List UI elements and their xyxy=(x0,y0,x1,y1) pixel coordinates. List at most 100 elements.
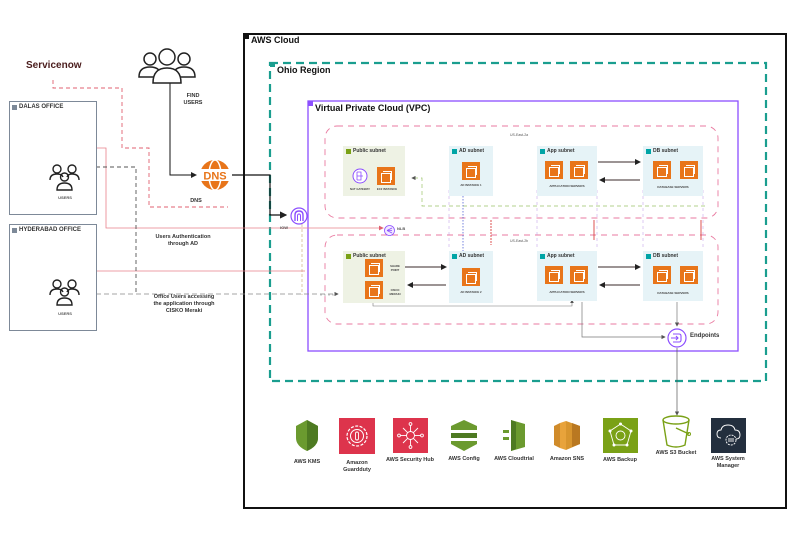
aws-cloud-title: AWS Cloud xyxy=(251,35,300,45)
ad-instance-icon[interactable] xyxy=(462,162,480,180)
s3-bucket-icon xyxy=(659,414,693,448)
sharepoint-label: SHARE POINT xyxy=(390,264,400,272)
office-group-icon xyxy=(12,104,17,110)
hyderabad-office: HYDERABAD OFFICE USERS xyxy=(9,224,97,331)
dalas-office: DALAS OFFICE USERS xyxy=(9,101,97,215)
subnet-icon xyxy=(540,253,545,259)
service-kms[interactable]: AWS KMS xyxy=(283,418,331,466)
service-name: AWS Security Hub xyxy=(386,457,434,463)
igw-label: IGW xyxy=(280,225,288,230)
service-name: Amazon Guardduty xyxy=(343,460,371,473)
service-s3-bucket[interactable]: AWS S3 Bucket xyxy=(652,414,700,457)
ad-instance-label: AD INSTANCE 2 xyxy=(460,290,482,294)
vpc-title: Virtual Private Cloud (VPC) xyxy=(315,103,431,113)
subnet-icon xyxy=(452,148,457,154)
app-server-icon[interactable] xyxy=(570,161,588,179)
public-subnet-2: Public subnet SHARE POINT CISCO MERAKI xyxy=(343,251,405,303)
servicenow-logo: Servicenow xyxy=(26,60,82,71)
annotation-auth: Users Authentication through AD xyxy=(155,234,211,247)
service-name: AWS System Manager xyxy=(711,456,745,469)
sns-icon xyxy=(550,418,584,452)
db-servers-label: DATABASE SERVERS xyxy=(657,185,689,189)
region-title: Ohio Region xyxy=(277,65,331,75)
office-group-icon xyxy=(12,227,17,233)
service-sns[interactable]: Amazon SNS xyxy=(543,418,591,463)
subnet-icon xyxy=(452,253,457,259)
office-name: DALAS OFFICE xyxy=(19,104,64,110)
annotation-meraki: Office Users accessing the application t… xyxy=(153,294,215,314)
db-server-icon[interactable] xyxy=(680,266,698,284)
guardduty-icon xyxy=(339,418,375,454)
az-label-1: US-East-2a xyxy=(510,133,529,137)
db-servers-label: DATABASE SERVERS xyxy=(657,291,689,295)
app-subnet-1: App subnet APPLICATION SERVERS xyxy=(537,146,597,196)
app-server-icon[interactable] xyxy=(545,161,563,179)
dns-label: DNS xyxy=(190,198,202,204)
app-servers-label: APPLICATION SERVERS xyxy=(549,290,585,294)
az-boundary-2 xyxy=(324,234,719,325)
users-icon xyxy=(48,162,82,197)
ad-instance-icon[interactable] xyxy=(462,268,480,286)
vpc-endpoints-icon[interactable] xyxy=(667,328,687,348)
systems-manager-icon xyxy=(710,418,746,453)
az-boundary-1 xyxy=(324,125,719,219)
cloudtrail-icon xyxy=(497,418,531,452)
users-icon xyxy=(48,277,82,312)
service-name: Amazon SNS xyxy=(549,456,585,462)
cisco-meraki-icon[interactable] xyxy=(365,281,383,299)
app-subnet-2: App subnet APPLICATION SERVERS xyxy=(537,251,597,301)
service-config[interactable]: AWS Config xyxy=(440,418,488,463)
service-name: AWS Backup xyxy=(603,457,637,463)
nlb-label: NLB xyxy=(397,226,406,231)
service-guardduty[interactable]: Amazon Guardduty xyxy=(333,418,381,474)
service-name: AWS S3 Bucket xyxy=(655,450,697,456)
az-label-2: US-East-2b xyxy=(510,239,529,243)
backup-icon xyxy=(602,418,638,453)
ad-subnet-1: AD subnet AD INSTANCE 1 xyxy=(449,146,493,196)
subnet-icon xyxy=(346,253,351,259)
ec2-instance-label: EC2 INSTANCE xyxy=(376,187,398,191)
office-name: HYDERABAD OFFICE xyxy=(19,227,82,233)
internet-gateway-icon[interactable] xyxy=(290,207,308,225)
service-name: AWS KMS xyxy=(293,459,321,465)
service-name: AWS Config xyxy=(448,456,480,462)
find-users-icon xyxy=(136,47,198,85)
dns-icon: DNS xyxy=(197,157,233,193)
app-server-icon[interactable] xyxy=(545,266,563,284)
db-server-icon[interactable] xyxy=(653,266,671,284)
service-backup[interactable]: AWS Backup xyxy=(596,418,644,464)
app-server-icon[interactable] xyxy=(570,266,588,284)
nlb-icon[interactable] xyxy=(384,223,395,236)
cisco-meraki-label: CISCO MERAKI xyxy=(389,288,401,296)
db-server-icon[interactable] xyxy=(680,161,698,179)
service-security-hub[interactable]: AWS Security Hub xyxy=(386,418,434,464)
ad-instance-label: AD INSTANCE 1 xyxy=(460,183,482,187)
public-subnet-1: Public subnet NAT GATEWAY EC2 INSTANCE xyxy=(343,146,405,196)
config-icon xyxy=(447,418,481,452)
endpoints-label: Endpoints xyxy=(690,333,720,339)
users-label: USERS xyxy=(58,311,72,316)
subnet-icon xyxy=(346,148,351,154)
users-label: USERS xyxy=(58,195,72,200)
db-subnet-2: DB subnet DATABASE SERVERS xyxy=(643,251,703,301)
subnet-icon xyxy=(646,253,651,259)
kms-icon xyxy=(290,418,324,452)
service-systems-manager[interactable]: AWS System Manager xyxy=(704,418,752,470)
service-name: AWS Cloudtrial xyxy=(494,456,534,462)
db-subnet-1: DB subnet DATABASE SERVERS xyxy=(643,146,703,196)
sharepoint-server-icon[interactable] xyxy=(365,259,383,277)
svg-text:DNS: DNS xyxy=(203,171,226,183)
vpc-boundary xyxy=(307,100,739,352)
ad-subnet-2: AD subnet AD INSTANCE 2 xyxy=(449,251,493,303)
subnet-icon xyxy=(540,148,545,154)
app-servers-label: APPLICATION SERVERS xyxy=(549,184,585,188)
nat-gateway-icon[interactable] xyxy=(352,168,368,184)
nat-gateway-label: NAT GATEWAY xyxy=(350,187,370,191)
db-server-icon[interactable] xyxy=(653,161,671,179)
service-cloudtrail[interactable]: AWS Cloudtrial xyxy=(490,418,538,463)
security-hub-icon xyxy=(392,418,428,453)
ec2-instance-icon[interactable] xyxy=(377,167,395,185)
find-users-label: FIND USERS xyxy=(183,93,203,106)
subnet-icon xyxy=(646,148,651,154)
